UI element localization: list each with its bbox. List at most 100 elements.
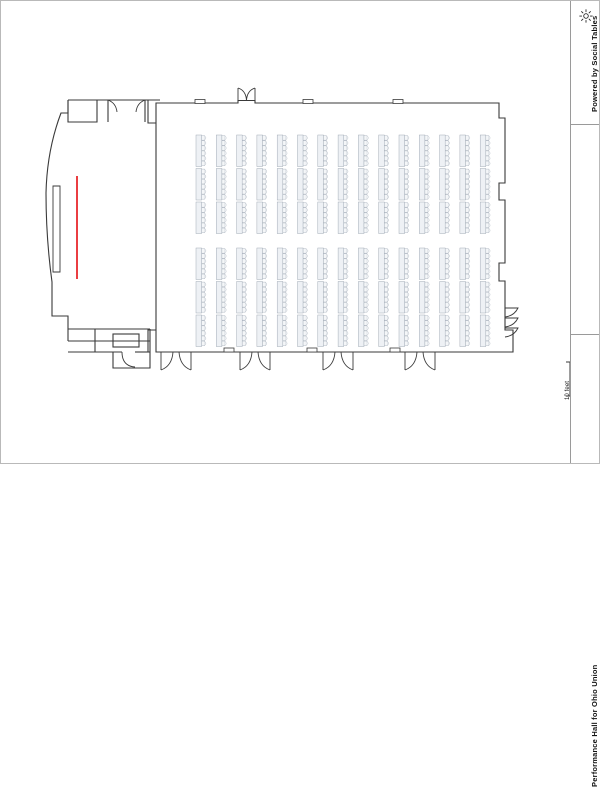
seating-column[interactable] bbox=[440, 248, 450, 347]
banquet-table-with-chairs[interactable] bbox=[358, 169, 368, 201]
banquet-table-with-chairs[interactable] bbox=[379, 169, 389, 201]
banquet-table-with-chairs[interactable] bbox=[237, 315, 247, 347]
seating-column[interactable] bbox=[338, 135, 348, 234]
banquet-table-with-chairs[interactable] bbox=[196, 202, 206, 234]
banquet-table-with-chairs[interactable] bbox=[237, 169, 247, 201]
seating-column[interactable] bbox=[419, 135, 429, 234]
banquet-table-with-chairs[interactable] bbox=[196, 282, 206, 314]
banquet-table-with-chairs[interactable] bbox=[237, 135, 247, 167]
banquet-table-with-chairs[interactable] bbox=[257, 282, 267, 314]
door-stage-top[interactable] bbox=[107, 99, 146, 113]
banquet-table-with-chairs[interactable] bbox=[358, 135, 368, 167]
seating-column[interactable] bbox=[298, 248, 308, 347]
banquet-table-with-chairs[interactable] bbox=[460, 248, 470, 280]
banquet-table-with-chairs[interactable] bbox=[460, 202, 470, 234]
banquet-table-with-chairs[interactable] bbox=[440, 169, 450, 201]
banquet-table-with-chairs[interactable] bbox=[277, 315, 287, 347]
banquet-table-with-chairs[interactable] bbox=[379, 282, 389, 314]
seating-column[interactable] bbox=[358, 135, 368, 234]
banquet-table-with-chairs[interactable] bbox=[216, 248, 226, 280]
banquet-table-with-chairs[interactable] bbox=[399, 135, 409, 167]
banquet-table-with-chairs[interactable] bbox=[298, 202, 308, 234]
banquet-table-with-chairs[interactable] bbox=[257, 248, 267, 280]
banquet-table-with-chairs[interactable] bbox=[460, 135, 470, 167]
seating-column[interactable] bbox=[358, 248, 368, 347]
banquet-table-with-chairs[interactable] bbox=[318, 135, 328, 167]
banquet-table-with-chairs[interactable] bbox=[460, 282, 470, 314]
seating-column[interactable] bbox=[379, 135, 389, 234]
floorplan-canvas[interactable] bbox=[0, 0, 600, 464]
banquet-table-with-chairs[interactable] bbox=[480, 315, 490, 347]
banquet-table-with-chairs[interactable] bbox=[277, 282, 287, 314]
banquet-table-with-chairs[interactable] bbox=[399, 202, 409, 234]
banquet-table-with-chairs[interactable] bbox=[277, 248, 287, 280]
banquet-table-with-chairs[interactable] bbox=[318, 202, 328, 234]
banquet-table-with-chairs[interactable] bbox=[318, 248, 328, 280]
banquet-table-with-chairs[interactable] bbox=[338, 135, 348, 167]
banquet-table-with-chairs[interactable] bbox=[419, 135, 429, 167]
door-top-main[interactable] bbox=[237, 87, 256, 101]
banquet-table-with-chairs[interactable] bbox=[216, 315, 226, 347]
seating-column[interactable] bbox=[298, 135, 308, 234]
doors-bottom-wall[interactable] bbox=[160, 351, 436, 371]
banquet-table-with-chairs[interactable] bbox=[298, 282, 308, 314]
banquet-table-with-chairs[interactable] bbox=[257, 315, 267, 347]
banquet-table-with-chairs[interactable] bbox=[196, 315, 206, 347]
banquet-table-with-chairs[interactable] bbox=[460, 315, 470, 347]
seating-column[interactable] bbox=[419, 248, 429, 347]
banquet-table-with-chairs[interactable] bbox=[419, 202, 429, 234]
banquet-table-with-chairs[interactable] bbox=[480, 169, 490, 201]
seating-column[interactable] bbox=[196, 135, 206, 234]
banquet-table-with-chairs[interactable] bbox=[440, 135, 450, 167]
banquet-table-with-chairs[interactable] bbox=[318, 282, 328, 314]
banquet-table-with-chairs[interactable] bbox=[358, 202, 368, 234]
banquet-table-with-chairs[interactable] bbox=[419, 282, 429, 314]
banquet-table-with-chairs[interactable] bbox=[338, 202, 348, 234]
banquet-table-with-chairs[interactable] bbox=[196, 248, 206, 280]
seating-column[interactable] bbox=[237, 248, 247, 347]
seating-column[interactable] bbox=[257, 135, 267, 234]
seating-column[interactable] bbox=[399, 248, 409, 347]
banquet-table-with-chairs[interactable] bbox=[338, 248, 348, 280]
banquet-table-with-chairs[interactable] bbox=[298, 315, 308, 347]
seating-column[interactable] bbox=[480, 135, 490, 234]
banquet-table-with-chairs[interactable] bbox=[196, 169, 206, 201]
banquet-table-with-chairs[interactable] bbox=[460, 169, 470, 201]
banquet-table-with-chairs[interactable] bbox=[237, 202, 247, 234]
banquet-table-with-chairs[interactable] bbox=[298, 248, 308, 280]
seating-column[interactable] bbox=[196, 248, 206, 347]
banquet-table-with-chairs[interactable] bbox=[419, 315, 429, 347]
banquet-table-with-chairs[interactable] bbox=[379, 315, 389, 347]
banquet-table-with-chairs[interactable] bbox=[440, 282, 450, 314]
banquet-table-with-chairs[interactable] bbox=[257, 169, 267, 201]
seating-column[interactable] bbox=[480, 248, 490, 347]
banquet-table-with-chairs[interactable] bbox=[338, 315, 348, 347]
banquet-table-with-chairs[interactable] bbox=[277, 135, 287, 167]
upper-seating-block[interactable] bbox=[196, 135, 490, 234]
banquet-table-with-chairs[interactable] bbox=[216, 282, 226, 314]
seating-column[interactable] bbox=[379, 248, 389, 347]
seating-column[interactable] bbox=[399, 135, 409, 234]
seating-column[interactable] bbox=[216, 248, 226, 347]
seating-column[interactable] bbox=[257, 248, 267, 347]
banquet-table-with-chairs[interactable] bbox=[440, 248, 450, 280]
seating-column[interactable] bbox=[277, 248, 287, 347]
banquet-table-with-chairs[interactable] bbox=[216, 202, 226, 234]
banquet-table-with-chairs[interactable] bbox=[277, 169, 287, 201]
banquet-table-with-chairs[interactable] bbox=[358, 315, 368, 347]
banquet-table-with-chairs[interactable] bbox=[277, 202, 287, 234]
banquet-table-with-chairs[interactable] bbox=[237, 248, 247, 280]
banquet-table-with-chairs[interactable] bbox=[419, 169, 429, 201]
seating-column[interactable] bbox=[277, 135, 287, 234]
banquet-table-with-chairs[interactable] bbox=[419, 248, 429, 280]
seating-column[interactable] bbox=[237, 135, 247, 234]
banquet-table-with-chairs[interactable] bbox=[318, 169, 328, 201]
banquet-table-with-chairs[interactable] bbox=[480, 248, 490, 280]
banquet-table-with-chairs[interactable] bbox=[379, 248, 389, 280]
banquet-table-with-chairs[interactable] bbox=[480, 135, 490, 167]
banquet-table-with-chairs[interactable] bbox=[196, 135, 206, 167]
banquet-table-with-chairs[interactable] bbox=[298, 169, 308, 201]
lower-seating-block[interactable] bbox=[196, 248, 490, 347]
banquet-table-with-chairs[interactable] bbox=[379, 202, 389, 234]
banquet-table-with-chairs[interactable] bbox=[358, 248, 368, 280]
